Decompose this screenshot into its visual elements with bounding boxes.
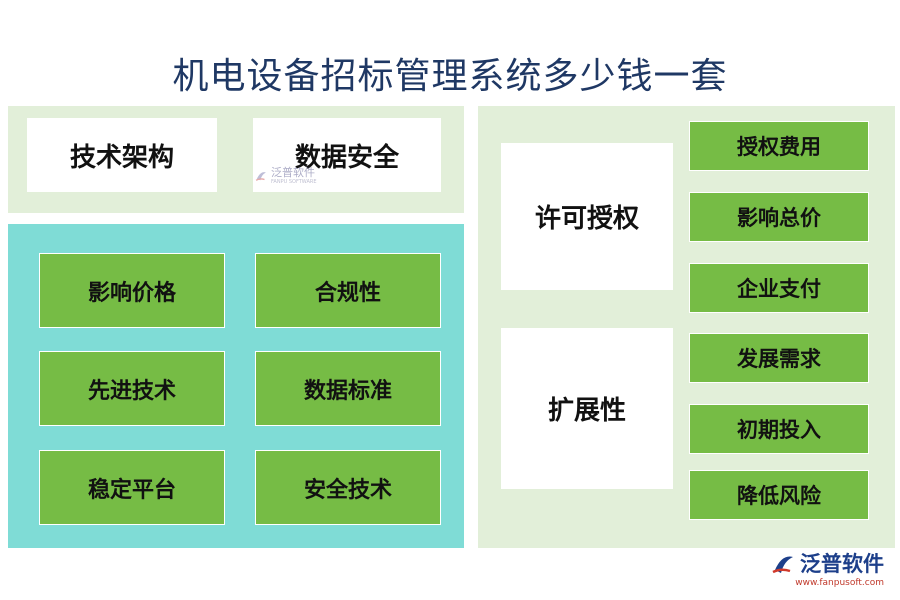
scalability-box: 扩展性: [501, 328, 673, 489]
fanpu-logo-icon: [772, 556, 793, 574]
watermark-en: FANPU SOFTWARE: [271, 179, 317, 185]
item-license-fee: 授权费用: [689, 121, 869, 171]
feature-stable-platform: 稳定平台: [39, 450, 225, 525]
item-reduce-risk: 降低风险: [689, 470, 869, 520]
feature-affect-price: 影响价格: [39, 253, 225, 328]
watermark: 泛普软件 FANPU SOFTWARE: [254, 167, 317, 185]
fanpu-logo-icon: [255, 172, 266, 181]
feature-security-tech: 安全技术: [255, 450, 441, 525]
watermark-cn: 泛普软件: [271, 166, 315, 179]
feature-data-standard: 数据标准: [255, 351, 441, 426]
item-development-needs: 发展需求: [689, 333, 869, 383]
feature-compliance: 合规性: [255, 253, 441, 328]
brand-name: 泛普软件: [800, 552, 884, 576]
item-affect-total: 影响总价: [689, 192, 869, 242]
brand-url: www.fanpusoft.com: [795, 578, 884, 588]
item-enterprise-payment: 企业支付: [689, 263, 869, 313]
data-security-box: 数据安全: [253, 118, 441, 192]
page-title: 机电设备招标管理系统多少钱一套: [172, 56, 728, 97]
feature-advanced-tech: 先进技术: [39, 351, 225, 426]
tech-architecture-box: 技术架构: [27, 118, 217, 192]
brand-logo: 泛普软件 www.fanpusoft.com: [770, 552, 884, 589]
item-initial-investment: 初期投入: [689, 404, 869, 454]
license-authorization-box: 许可授权: [501, 143, 673, 290]
